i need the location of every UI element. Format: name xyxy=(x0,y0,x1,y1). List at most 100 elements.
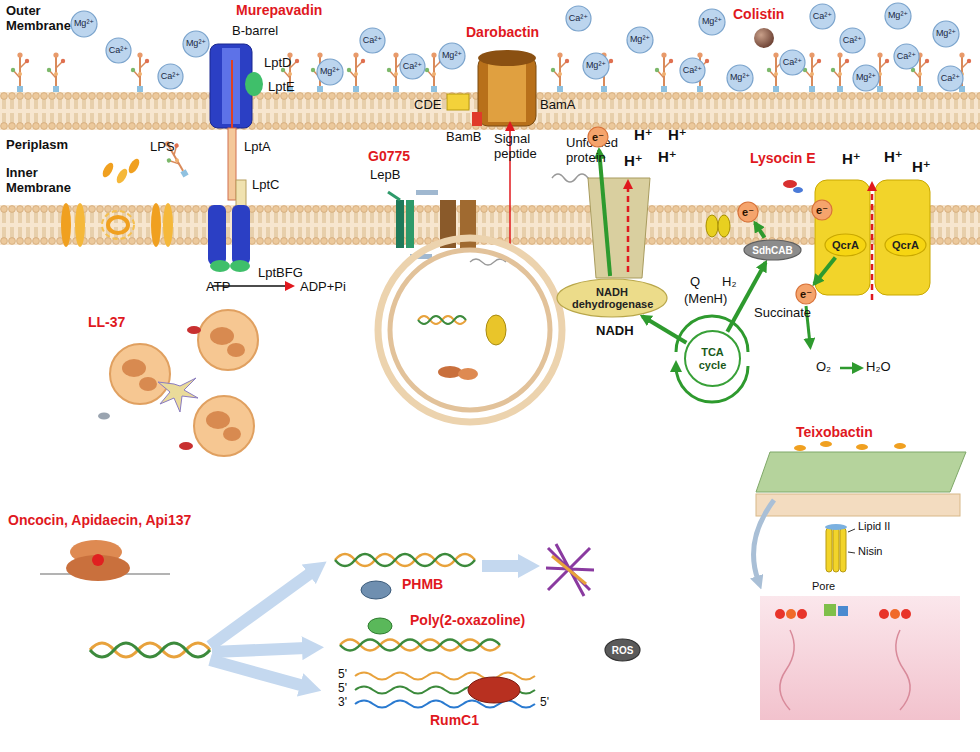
label-text: H⁺ xyxy=(668,126,687,143)
text-label: H⁺ xyxy=(658,148,677,165)
node-text: Ca²⁺ xyxy=(403,62,422,72)
label-text: LepB xyxy=(370,167,400,182)
text-label: Murepavadin xyxy=(236,2,322,18)
text-label: RumC1 xyxy=(430,712,479,728)
node-text: e⁻ xyxy=(800,288,812,300)
label-text: 3' xyxy=(338,695,347,709)
node-shape xyxy=(360,28,385,53)
node-shape xyxy=(605,639,640,661)
teixobactin-panel xyxy=(754,441,966,720)
ion-circle: Ca²⁺ xyxy=(779,49,806,76)
node-text: Ca²⁺ xyxy=(941,74,960,84)
text-label: Darobactin xyxy=(466,24,539,40)
enzyme-ellipse: SdhCAB xyxy=(743,239,802,261)
label-text: LptA xyxy=(244,139,271,154)
ion-circle: Mg²⁺ xyxy=(884,2,912,30)
text-label: 3' xyxy=(338,696,347,710)
ion-circle: Ca²⁺ xyxy=(893,43,920,70)
node-shape xyxy=(439,43,465,69)
text-label: H⁺ xyxy=(884,148,903,165)
node-shape xyxy=(317,59,343,85)
label-text: B-barrel xyxy=(232,23,278,38)
node-text: Ca²⁺ xyxy=(783,58,802,68)
node-text: SdhCAB xyxy=(752,245,793,256)
text-label: H₂ xyxy=(722,275,736,290)
node-text: Mg²⁺ xyxy=(936,29,956,39)
label-text: Colistin xyxy=(733,6,784,22)
node-text: QcrA xyxy=(892,239,919,251)
label-text: Periplasm xyxy=(6,137,68,152)
node-shape xyxy=(557,279,667,317)
ion-circle: Ca²⁺ xyxy=(565,5,592,32)
text-label: Q xyxy=(690,275,700,290)
label-text: Outer Membrane xyxy=(6,3,71,33)
node-text: NADH dehydrogenase xyxy=(572,286,652,310)
text-label: Outer Membrane xyxy=(6,4,70,34)
label-text: O₂ xyxy=(816,359,831,374)
text-label: LptC xyxy=(252,178,279,193)
node-shape xyxy=(183,31,209,57)
text-label: Pore xyxy=(812,580,835,593)
node-text: Mg²⁺ xyxy=(702,17,722,27)
label-text: PHMB xyxy=(402,576,443,592)
label-text: LPS xyxy=(150,139,175,154)
ion-circle: Mg²⁺ xyxy=(438,42,466,70)
text-label: Signal peptide xyxy=(494,132,554,162)
label-text: Signal peptide xyxy=(494,131,537,161)
text-label: Teixobactin xyxy=(796,424,873,440)
node-text: e⁻ xyxy=(742,206,754,218)
node-shape xyxy=(840,28,865,53)
text-label: LptA xyxy=(244,140,271,155)
label-text: (MenH) xyxy=(684,291,727,306)
flow-arrow xyxy=(642,316,686,343)
dna-panel xyxy=(90,544,594,708)
node-shape xyxy=(780,50,805,75)
node-shape xyxy=(566,6,591,31)
node-shape xyxy=(812,200,832,220)
node-shape xyxy=(583,53,609,79)
label-text: H⁺ xyxy=(624,152,643,169)
label-text: ADP+Pi xyxy=(300,279,346,294)
ion-circle: Mg²⁺ xyxy=(70,10,98,38)
text-label: H⁺ xyxy=(668,126,687,143)
node-text: Ca²⁺ xyxy=(683,66,702,76)
label-text: ATP xyxy=(206,279,230,294)
label-text: Lipid II xyxy=(858,520,890,532)
ion-circle: Mg²⁺ xyxy=(698,8,726,36)
ion-circle: Ca²⁺ xyxy=(157,63,184,90)
label-text: H₂ xyxy=(722,274,736,289)
node-text: Mg²⁺ xyxy=(730,73,750,83)
node-text: Mg²⁺ xyxy=(74,19,94,29)
flow-arrow xyxy=(599,150,610,276)
enzyme-ellipse: NADH dehydrogenase xyxy=(556,278,668,318)
text-label: Inner Membrane xyxy=(6,166,70,196)
ion-circle: Ca²⁺ xyxy=(105,37,132,64)
node-text: Mg²⁺ xyxy=(186,39,206,49)
text-label: NADH xyxy=(596,324,634,339)
label-text: Teixobactin xyxy=(796,424,873,440)
node-shape xyxy=(699,9,725,35)
label-text: LptC xyxy=(252,177,279,192)
label-text: Succinate xyxy=(754,305,811,320)
node-shape xyxy=(685,331,740,386)
label-text: Inner Membrane xyxy=(6,165,71,195)
node-text: Mg²⁺ xyxy=(856,73,876,83)
ion-circle: Mg²⁺ xyxy=(726,64,754,92)
node-shape xyxy=(938,66,963,91)
text-label: LPS xyxy=(150,140,175,155)
toroidal-pores xyxy=(61,157,173,247)
node-text: ROS xyxy=(612,645,634,656)
flow-arrow xyxy=(755,223,765,238)
node-shape xyxy=(853,65,879,91)
ion-circle: Mg²⁺ xyxy=(582,52,610,80)
ion-circle: Ca²⁺ xyxy=(839,27,866,54)
enzyme-ellipse: QcrA xyxy=(824,233,867,257)
label-text: Oncocin, Apidaecin, Api137 xyxy=(8,512,191,528)
text-label: LepB xyxy=(370,168,400,183)
node-shape xyxy=(894,44,919,69)
label-text: Pore xyxy=(812,580,835,592)
label-text: RumC1 xyxy=(430,712,479,728)
text-label: LptD xyxy=(264,56,291,71)
node-shape xyxy=(796,284,816,304)
